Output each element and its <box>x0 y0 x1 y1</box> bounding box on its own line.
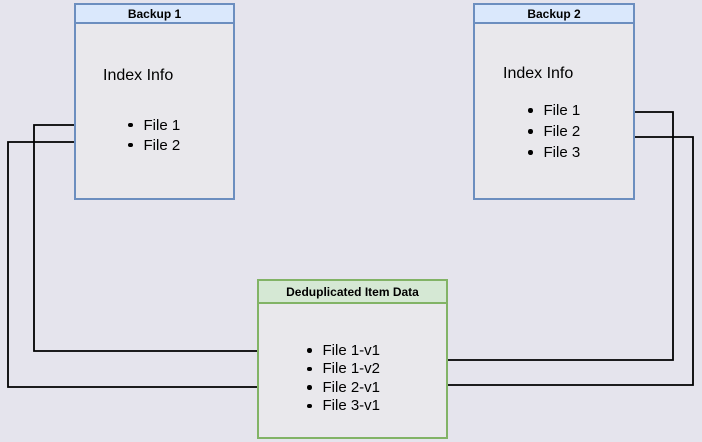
bullet-icon <box>528 150 533 155</box>
node-dedup-title: Deduplicated Item Data <box>286 284 419 299</box>
node-backup-1: Backup 1 Index Info File 1 File 2 <box>74 3 235 200</box>
backup-2-file-list: File 1 File 2 File 3 <box>528 100 580 163</box>
list-item-dedup-file-1-v1: File 1-v1 <box>307 341 380 360</box>
bullet-icon <box>528 129 533 134</box>
backup2-file-2-label: File 2 <box>543 123 581 140</box>
list-item-backup2-file-1: File 1 <box>528 100 580 121</box>
node-backup-1-title: Backup 1 <box>127 6 182 21</box>
backup-1-file-list: File 1 File 2 <box>128 115 180 155</box>
backup1-file-2-label: File 2 <box>143 136 181 154</box>
bullet-icon <box>128 142 133 148</box>
node-backup-2-header: Backup 2 <box>475 5 633 24</box>
node-backup-2: Backup 2 Index Info File 1 File 2 File 3 <box>473 3 635 200</box>
bullet-icon <box>307 403 312 408</box>
list-item-dedup-file-1-v2: File 1-v2 <box>307 360 380 379</box>
list-item-dedup-file-2-v1: File 2-v1 <box>307 378 380 397</box>
backup-2-index-info-label: Index Info <box>503 65 574 82</box>
node-deduplicated-item-data: Deduplicated Item Data File 1-v1 File 1-… <box>257 279 448 439</box>
bullet-icon <box>307 348 312 353</box>
dedup-item-list: File 1-v1 File 1-v2 File 2-v1 File 3-v1 <box>307 341 380 415</box>
list-item-backup1-file-2: File 2 <box>128 135 180 155</box>
list-item-backup2-file-2: File 2 <box>528 121 580 142</box>
node-backup-1-header: Backup 1 <box>76 5 233 24</box>
backup-1-index-info-label: Index Info <box>103 67 174 84</box>
bullet-icon <box>528 108 533 113</box>
list-item-backup1-file-1: File 1 <box>128 115 180 135</box>
dedup-file-1-v1-label: File 1-v1 <box>322 341 381 359</box>
node-dedup-header: Deduplicated Item Data <box>259 281 446 304</box>
backup2-file-3-label: File 3 <box>543 144 581 161</box>
node-backup-2-title: Backup 2 <box>527 6 581 21</box>
bullet-icon <box>128 122 133 128</box>
dedup-file-1-v2-label: File 1-v2 <box>322 360 381 378</box>
backup1-file-1-label: File 1 <box>143 116 181 134</box>
dedup-file-2-v1-label: File 2-v1 <box>322 378 381 396</box>
backup2-file-1-label: File 1 <box>543 102 581 119</box>
list-item-dedup-file-3-v1: File 3-v1 <box>307 397 380 416</box>
bullet-icon <box>307 385 312 390</box>
bullet-icon <box>307 366 312 371</box>
list-item-backup2-file-3: File 3 <box>528 142 580 163</box>
dedup-file-3-v1-label: File 3-v1 <box>322 397 381 415</box>
